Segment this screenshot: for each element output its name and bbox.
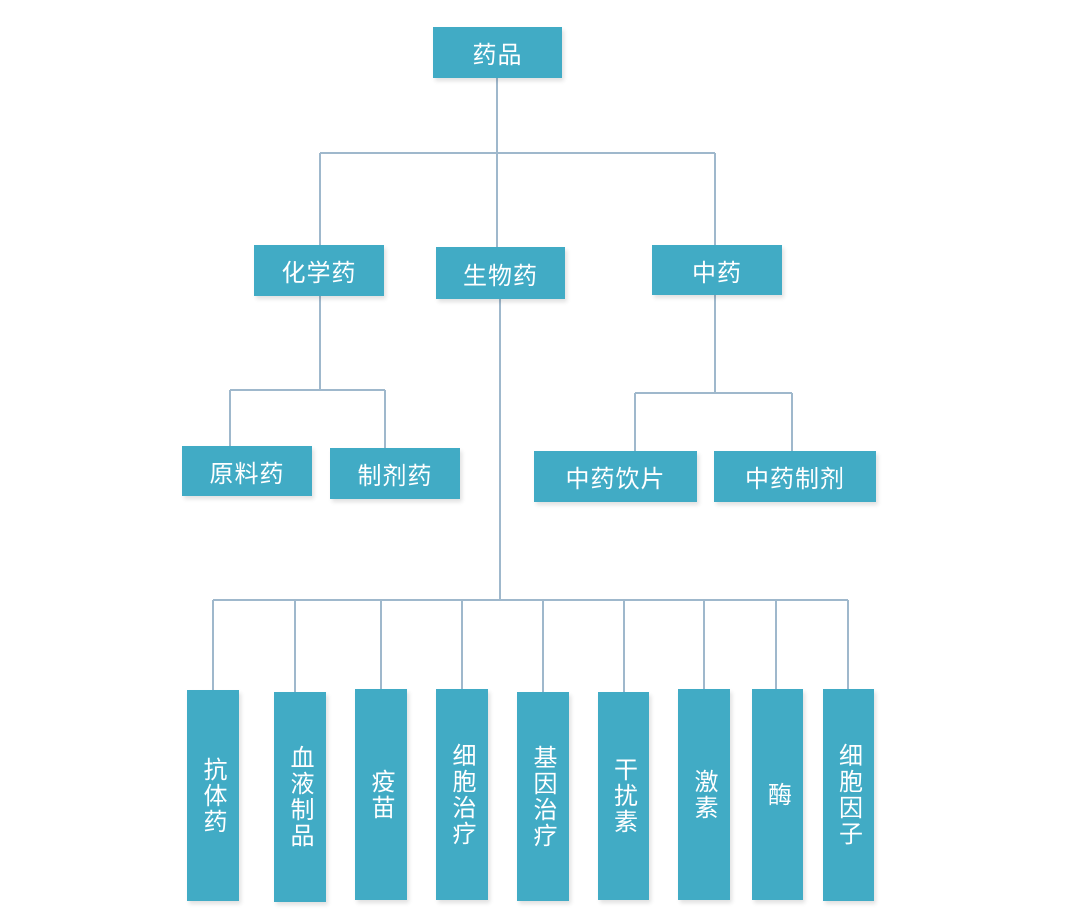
node-tcm-preparations: 中药制剂 [714, 451, 876, 502]
node-label: 中药制剂 [745, 465, 845, 493]
root-node-drugs: 药品 [433, 27, 562, 78]
node-label: 原料药 [209, 459, 285, 488]
node-label: 生物药 [463, 261, 538, 290]
node-antibody-drugs: 抗体药 [187, 690, 239, 901]
node-gene-therapy: 基因治疗 [517, 692, 569, 901]
node-cytokines: 细胞因子 [823, 689, 874, 901]
node-label: 细胞治疗 [448, 742, 476, 847]
node-vaccines: 疫苗 [355, 689, 407, 900]
node-tcm: 中药 [652, 245, 782, 295]
node-biological-drugs: 生物药 [436, 247, 565, 299]
node-enzymes: 酶 [752, 689, 803, 900]
node-raw-material-drugs: 原料药 [182, 446, 312, 496]
node-label: 干扰素 [609, 757, 638, 835]
node-label: 中药 [692, 258, 742, 287]
node-label: 激素 [690, 768, 718, 821]
node-label: 疫苗 [367, 768, 395, 821]
node-cell-therapy: 细胞治疗 [436, 689, 488, 900]
node-label: 细胞因子 [834, 743, 863, 847]
node-hormones: 激素 [678, 689, 730, 900]
node-blood-products: 血液制品 [274, 692, 326, 902]
node-label: 中药饮片 [565, 465, 666, 493]
node-formulation-drugs: 制剂药 [330, 448, 460, 499]
node-label: 酶 [763, 781, 792, 808]
node-label: 基因治疗 [529, 744, 557, 849]
node-label: 化学药 [281, 259, 357, 287]
node-tcm-decoction-pieces: 中药饮片 [534, 451, 697, 502]
node-label: 血液制品 [286, 745, 314, 849]
node-interferon: 干扰素 [598, 692, 649, 900]
node-label: 抗体药 [199, 756, 227, 835]
node-label: 药品 [472, 41, 523, 69]
node-label: 制剂药 [357, 462, 433, 490]
node-chemical-drugs: 化学药 [254, 245, 384, 296]
